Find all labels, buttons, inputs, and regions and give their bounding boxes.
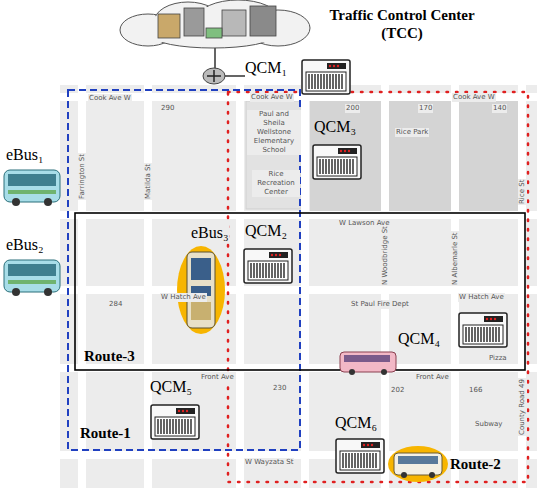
qcm-unit: QCM₃ [310,118,365,182]
qcm-unit: QCM₆ [333,414,388,476]
qcm-device [150,404,200,440]
map-label: Cook Ave W [250,93,294,102]
bus-label: eBus₂ [6,236,44,254]
map-label: Front Ave [200,373,235,382]
qcm-label: QCM₆ [335,414,377,432]
qcm-label: QCM₅ [150,378,192,396]
route-label: Route-1 [80,425,131,442]
qcm-label: QCM₄ [398,330,440,348]
route-label: Route-2 [450,456,501,473]
bus-label: eBus₃ [191,224,229,242]
route-label: Route-3 [84,348,135,365]
map-label: N Albemarle St [451,231,460,286]
map-label: 284 [108,300,123,309]
qcm-device [458,312,508,348]
map-label: Rice Recreation Center [252,170,300,197]
map-label: Paul and Sheila Wellstone Elementary Sch… [247,110,301,155]
qcm-label: QCM₁ [245,59,287,77]
map-label: 140 [492,104,507,113]
map-label: W Wayzata St [244,458,294,467]
map-label: 200 [345,104,360,113]
map-label: Cook Ave W [88,94,132,103]
map-label: 170 [418,104,433,113]
map-label: Rice St [518,179,527,205]
map-label: 166 [468,386,483,395]
map-label: County Road 49 [518,378,527,436]
map-label: Front Ave [415,373,450,382]
map-label: 202 [390,386,405,395]
map-label: St Paul Fire Dept [350,300,410,309]
control-center-cloud: Traffic Control Center (TCC) [118,0,313,50]
qcm-device [301,59,351,95]
qcm-device [335,438,385,474]
qcm-device [243,248,293,284]
map-label: Matilda St [144,163,153,200]
map-label: Farrington St [78,153,87,200]
map-label: Rice Park [395,128,429,137]
bus-label: eBus₁ [6,146,44,164]
map-label: Pizza [488,354,508,363]
qcm-unit: QCM₄ [398,310,510,352]
qcm-unit: QCM₂ [243,222,295,292]
map-label: W Hatch Ave [160,293,207,302]
map-label: N Woodbridge St [381,225,390,286]
center-title: Traffic Control Center (TCC) [316,6,488,42]
qcm-device [312,144,362,180]
map-label: Cook Ave W [452,93,496,102]
map-label: 290 [160,104,175,113]
qcm-unit: QCM₁ [245,55,353,97]
map-label: W Hatch Ave [458,293,505,302]
qcm-label: QCM₃ [314,118,356,136]
cloud-shape [118,0,313,50]
qcm-unit: QCM₅ [148,378,203,442]
qcm-label: QCM₂ [245,222,287,240]
map-label: 230 [272,384,287,393]
map-label: Subway [474,420,503,429]
